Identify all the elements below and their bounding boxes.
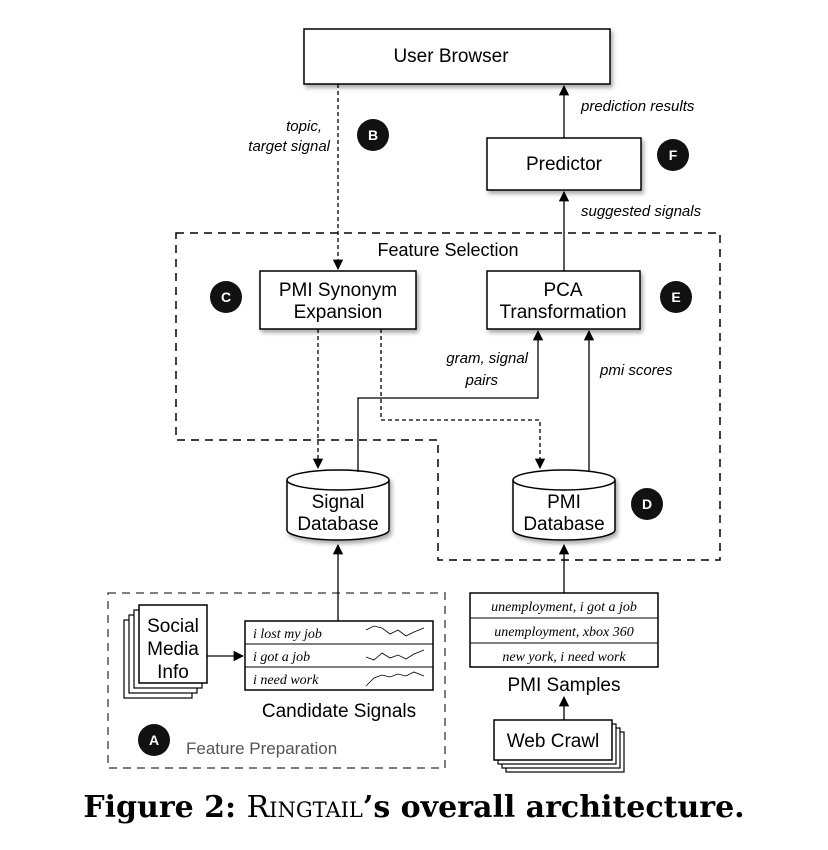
feature-selection-label: Feature Selection	[377, 240, 518, 260]
predictor-box	[486, 137, 642, 191]
edge-label-topic-line2: target signal	[248, 138, 330, 155]
signal-db-label-line1: Signal	[312, 492, 365, 513]
pmi-synonym-label-line2: Expansion	[294, 302, 383, 323]
pmi-synonym-label-line1: PMI Synonym	[279, 280, 397, 301]
badge-e: E	[660, 281, 692, 313]
candidate-signals-title: Candidate Signals	[262, 701, 416, 722]
candidate-signal-row: i got a job	[253, 650, 310, 665]
figure-caption: Figure 2: Ringtail’s overall architectur…	[0, 790, 828, 825]
caption-prefix: Figure 2:	[83, 790, 247, 825]
social-media-info-stack	[123, 604, 208, 699]
badge-b: B	[357, 119, 389, 151]
caption-system-name: Ringtail	[246, 790, 363, 825]
pmi-db-label-line2: Database	[523, 514, 604, 535]
sparkline	[365, 649, 425, 661]
pca-label-line2: Transformation	[499, 302, 626, 323]
signal-database	[286, 469, 390, 541]
caption-suffix: ’s overall architecture.	[362, 790, 745, 825]
sparkline	[365, 625, 425, 637]
feature-preparation-label: Feature Preparation	[186, 739, 337, 758]
feature-preparation-group	[107, 592, 446, 769]
badge-d: D	[631, 488, 663, 520]
svg-text:B: B	[368, 127, 378, 143]
pca-transformation-box	[486, 270, 641, 330]
pmi-sample-row: unemployment, i got a job	[491, 600, 637, 615]
user-browser-label: User Browser	[393, 46, 509, 67]
web-crawl-stack	[493, 719, 625, 773]
sparkline	[365, 671, 425, 687]
svg-text:C: C	[221, 289, 231, 305]
pca-label-line1: PCA	[543, 280, 582, 301]
svg-text:D: D	[642, 496, 652, 512]
edge-label-gram-line2: pairs	[464, 372, 498, 389]
pmi-db-label-line1: PMI	[547, 492, 581, 513]
edge-label-topic-line1: topic,	[286, 118, 322, 135]
edge-signal-db-to-pca	[357, 329, 544, 472]
social-label-line1: Social	[147, 616, 199, 637]
candidate-signal-row: i need work	[253, 673, 319, 688]
edge-synonym-to-pmi-db	[380, 329, 546, 470]
pmi-samples-title: PMI Samples	[508, 675, 621, 696]
social-label-line2: Media	[147, 639, 199, 660]
user-browser-box	[303, 28, 611, 85]
pmi-database	[512, 469, 616, 541]
candidate-signal-row: i lost my job	[253, 627, 322, 642]
badge-c: C	[210, 281, 242, 313]
pmi-sample-row: unemployment, xbox 360	[494, 625, 634, 640]
pmi-sample-row: new york, i need work	[502, 650, 626, 665]
edge-label-gram-line1: gram, signal	[446, 350, 528, 367]
edge-label-pmi-scores: pmi scores	[599, 362, 673, 379]
social-label-line3: Info	[157, 662, 189, 683]
signal-db-label-line2: Database	[297, 514, 378, 535]
predictor-label: Predictor	[526, 154, 603, 175]
svg-text:F: F	[669, 147, 678, 163]
edge-label-prediction-results: prediction results	[580, 98, 695, 115]
badge-f: F	[657, 139, 689, 171]
edge-label-suggested-signals: suggested signals	[581, 203, 702, 220]
svg-text:A: A	[149, 732, 159, 748]
feature-selection-group	[175, 232, 721, 561]
svg-text:E: E	[671, 289, 680, 305]
pmi-synonym-expansion-box	[259, 270, 417, 330]
web-crawl-label: Web Crawl	[507, 731, 600, 752]
badge-a: A	[138, 724, 170, 756]
